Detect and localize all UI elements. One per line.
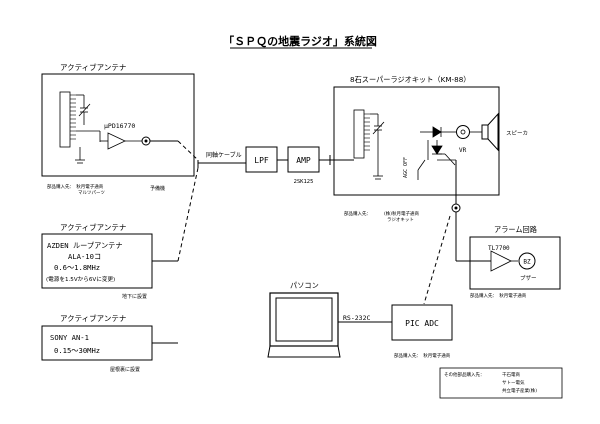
agc-switch-icon (417, 140, 429, 180)
kit-speaker-label: スピーカ (506, 130, 528, 137)
antenna2-line2: ALA-10コ (68, 252, 101, 261)
kit-box (333, 86, 500, 196)
kit-coil (353, 109, 365, 159)
antenna1-box (41, 73, 195, 177)
kit-variable-capacitor-icon (370, 113, 385, 150)
pic-label: PIC ADC (405, 319, 439, 328)
antenna1-variable-capacitor-icon (76, 94, 91, 125)
antenna2-line3: 0.6～1.8MHz (54, 263, 100, 272)
coax-label: 同軸ケーブル (206, 151, 242, 159)
alarm-chip: TL7700 (488, 245, 510, 252)
antenna3-line1: SONY AN-1 (50, 333, 89, 342)
amp-label: AMP (296, 156, 311, 165)
antenna2-line4: (電源を1.5Vから6Vに変更) (46, 275, 115, 283)
legend-title: その他部品購入先： (444, 371, 485, 378)
detector-diode-icon (420, 126, 456, 138)
alarm-comparator-icon (490, 250, 512, 272)
legend-item: 共立電子産業(株) (502, 387, 537, 394)
alarm-box (469, 236, 561, 290)
kit-vr-label: VR (459, 147, 467, 154)
pic-box (391, 304, 453, 341)
antenna2-heading: アクティブアンテナ (60, 222, 126, 232)
pic-note: 部品購入先： 秋月電子通商 (394, 352, 451, 359)
antenna1-chip: μPD16770 (104, 122, 135, 130)
kit-agc-label: AGC OFF (403, 157, 409, 178)
kit-heading: 8石スーパーラジオキット（KM-88） (350, 75, 470, 84)
amp-part: 2SK125 (294, 179, 314, 185)
kit-maker-note: (株)秋月電子通商 ラジオキット (384, 210, 420, 223)
legend-item: 千石電商 (502, 371, 520, 378)
alarm-bz-label: BZ (523, 259, 531, 266)
antenna3-location: 屋根裏に設置 (110, 366, 140, 373)
diagram-title: 「ＳＰＱの地震ラジオ」系統図 (223, 34, 377, 48)
alarm-buzzer-label: ブザー (520, 274, 537, 282)
pc-monitor-icon (267, 292, 341, 358)
legend-item: サトー電気 (502, 379, 525, 386)
rs232-label: RS-232C (343, 314, 370, 322)
second-diode-icon (431, 140, 456, 166)
antenna1-amp-icon (107, 132, 126, 150)
antenna2-location: 地下に設置 (122, 293, 147, 300)
buzzer-icon (518, 252, 536, 270)
vr-knob-icon (456, 125, 470, 139)
alarm-heading: アラーム回路 (494, 225, 537, 234)
kit-ground-icon (373, 150, 383, 180)
kit-source-note: 部品購入先： (344, 210, 371, 217)
antenna2-line1: AZDEN ループアンテナ (47, 241, 123, 250)
legend-box (439, 367, 563, 399)
antenna1-coil (59, 91, 71, 148)
antenna1-location: 予備機 (150, 185, 165, 192)
antenna3-line2: 0.15～30MHz (54, 346, 100, 355)
pc-heading: パソコン (290, 281, 319, 290)
antenna1-maker-note: 部品購入先： 秋月電子通商 マルツパーツ (47, 183, 105, 196)
alarm-source-note: 部品購入先： 秋月電子通商 (470, 292, 527, 299)
antenna1-ground-icon (75, 147, 85, 164)
antenna3-heading: アクティブアンテナ (60, 313, 126, 323)
lpf-label: LPF (254, 156, 269, 165)
antenna1-heading: アクティブアンテナ (60, 62, 126, 72)
speaker-icon (481, 112, 499, 152)
